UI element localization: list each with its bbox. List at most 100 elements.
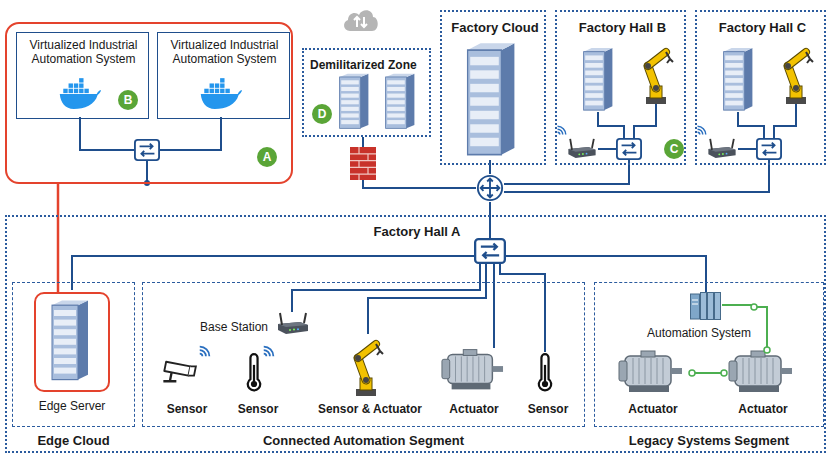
server-icon: [386, 74, 415, 129]
network-wires: [72, 104, 796, 352]
cloud-box: Factory Cloud: [440, 10, 546, 165]
callout-letter: B: [118, 90, 138, 110]
network-wire: [368, 264, 486, 334]
wireless-icon: [200, 347, 210, 357]
vm-box: Virtualized Industrial Automation System…: [16, 32, 149, 119]
server-icon: [52, 300, 88, 379]
actuator: Actuator: [614, 350, 692, 420]
firewall-icon: [350, 147, 376, 180]
actuator: Actuator: [438, 346, 510, 420]
node-label: Connected Automation Segment: [142, 433, 585, 449]
wireless-icon: [558, 126, 566, 134]
switch-icon: [475, 239, 505, 263]
motor-icon: [442, 350, 503, 390]
network-wire: [292, 264, 480, 312]
network-wire: [362, 137, 364, 147]
sensor-actuator: Sensor & Actuator: [318, 334, 422, 420]
network-wire: [598, 148, 616, 150]
connector-line: [692, 372, 724, 374]
container-icon: [60, 78, 101, 109]
network-wire: [146, 161, 148, 182]
zone-box: Demilitarized ZoneD: [302, 48, 431, 137]
motor-icon: [619, 351, 682, 392]
segment-box: Edge CloudEdge Server: [12, 282, 135, 450]
network-wire: [72, 256, 474, 290]
fieldbus-wire: [722, 304, 752, 306]
robot-icon: [355, 344, 383, 396]
thermometer-icon: [539, 354, 551, 390]
connector-dot: [721, 370, 727, 376]
node-label: Virtualized Industrial Automation System: [162, 38, 287, 67]
base-station: Base Station: [198, 302, 314, 338]
switch-icon: [135, 140, 159, 160]
network-wire: [738, 148, 756, 150]
network-wire: [160, 117, 221, 150]
node-label: Legacy Systems Segment: [594, 433, 824, 449]
hall-box: Factory Hall C: [695, 10, 826, 165]
network-wire: [774, 104, 796, 138]
segment-box: Connected Automation Segment Base Station…: [142, 282, 585, 450]
connector-line: [57, 184, 60, 292]
server-icon: [724, 48, 753, 110]
connector-dot: [689, 370, 695, 376]
edge-server: Edge Server: [34, 292, 110, 418]
hall-box: Factory Hall AEdge CloudEdge ServerConne…: [5, 215, 826, 453]
network-wire: [738, 112, 764, 138]
network-wire: [493, 264, 495, 348]
network-wire: [489, 160, 491, 174]
container-icon: [201, 78, 242, 109]
node-label: Demilitarized Zone: [310, 58, 430, 72]
robot-icon: [645, 52, 673, 104]
callout-letter: C: [664, 139, 684, 159]
server-icon: [468, 43, 515, 154]
node-label: Factory Hall C: [699, 20, 826, 36]
callout-letter: D: [312, 104, 332, 124]
node-label: Factory Hall A: [347, 224, 487, 240]
node-label: Sensor: [158, 402, 216, 416]
node-label: Actuator: [438, 402, 510, 416]
robot-icon: [785, 52, 813, 104]
connector-dot: [764, 347, 770, 353]
node-label: Factory Cloud: [444, 20, 546, 36]
server-icon: [340, 74, 369, 129]
wireless-icon: [264, 347, 274, 357]
automation-system: Automation System: [644, 292, 754, 342]
network-wire: [634, 104, 656, 138]
node-label: Actuator: [614, 402, 692, 416]
sensor: Sensor: [522, 346, 574, 420]
sensor: Sensor: [158, 344, 216, 420]
sensor: Sensor: [234, 344, 282, 420]
plc-icon: [691, 293, 721, 320]
vm-box: Virtualized Industrial Automation System: [157, 32, 290, 119]
switch-icon: [757, 139, 781, 159]
network-wire: [598, 112, 624, 138]
wireless-icon: [698, 126, 706, 134]
node-label: Edge Server: [34, 399, 110, 413]
node-label: Virtualized Industrial Automation System: [21, 38, 146, 67]
camera-icon: [163, 362, 196, 382]
node-outline: [34, 292, 110, 392]
network-wire: [363, 180, 476, 188]
node-label: Sensor: [234, 402, 282, 416]
thermometer-icon: [248, 354, 260, 390]
hall-box: Factory Hall B C: [555, 10, 686, 165]
connector-dot: [751, 304, 757, 310]
internet-cloud: [344, 10, 378, 31]
base-station-icon: [278, 313, 308, 334]
motor-icon: [729, 351, 792, 392]
node-label: Actuator: [724, 402, 802, 416]
node-label: Automation System: [644, 326, 754, 340]
router-icon: [478, 176, 502, 200]
base-station-icon: [708, 139, 735, 158]
node-label: Factory Hall B: [559, 20, 686, 36]
server-icon: [584, 48, 613, 110]
network-wire: [489, 202, 491, 238]
connector-line: [754, 307, 767, 350]
switch-icon: [617, 139, 641, 159]
base-station-icon: [568, 139, 595, 158]
network-wire: [500, 264, 545, 352]
node-label: Sensor & Actuator: [318, 402, 422, 416]
node-label: Sensor: [522, 402, 574, 416]
highlight-panel: AVirtualized Industrial Automation Syste…: [5, 22, 293, 184]
